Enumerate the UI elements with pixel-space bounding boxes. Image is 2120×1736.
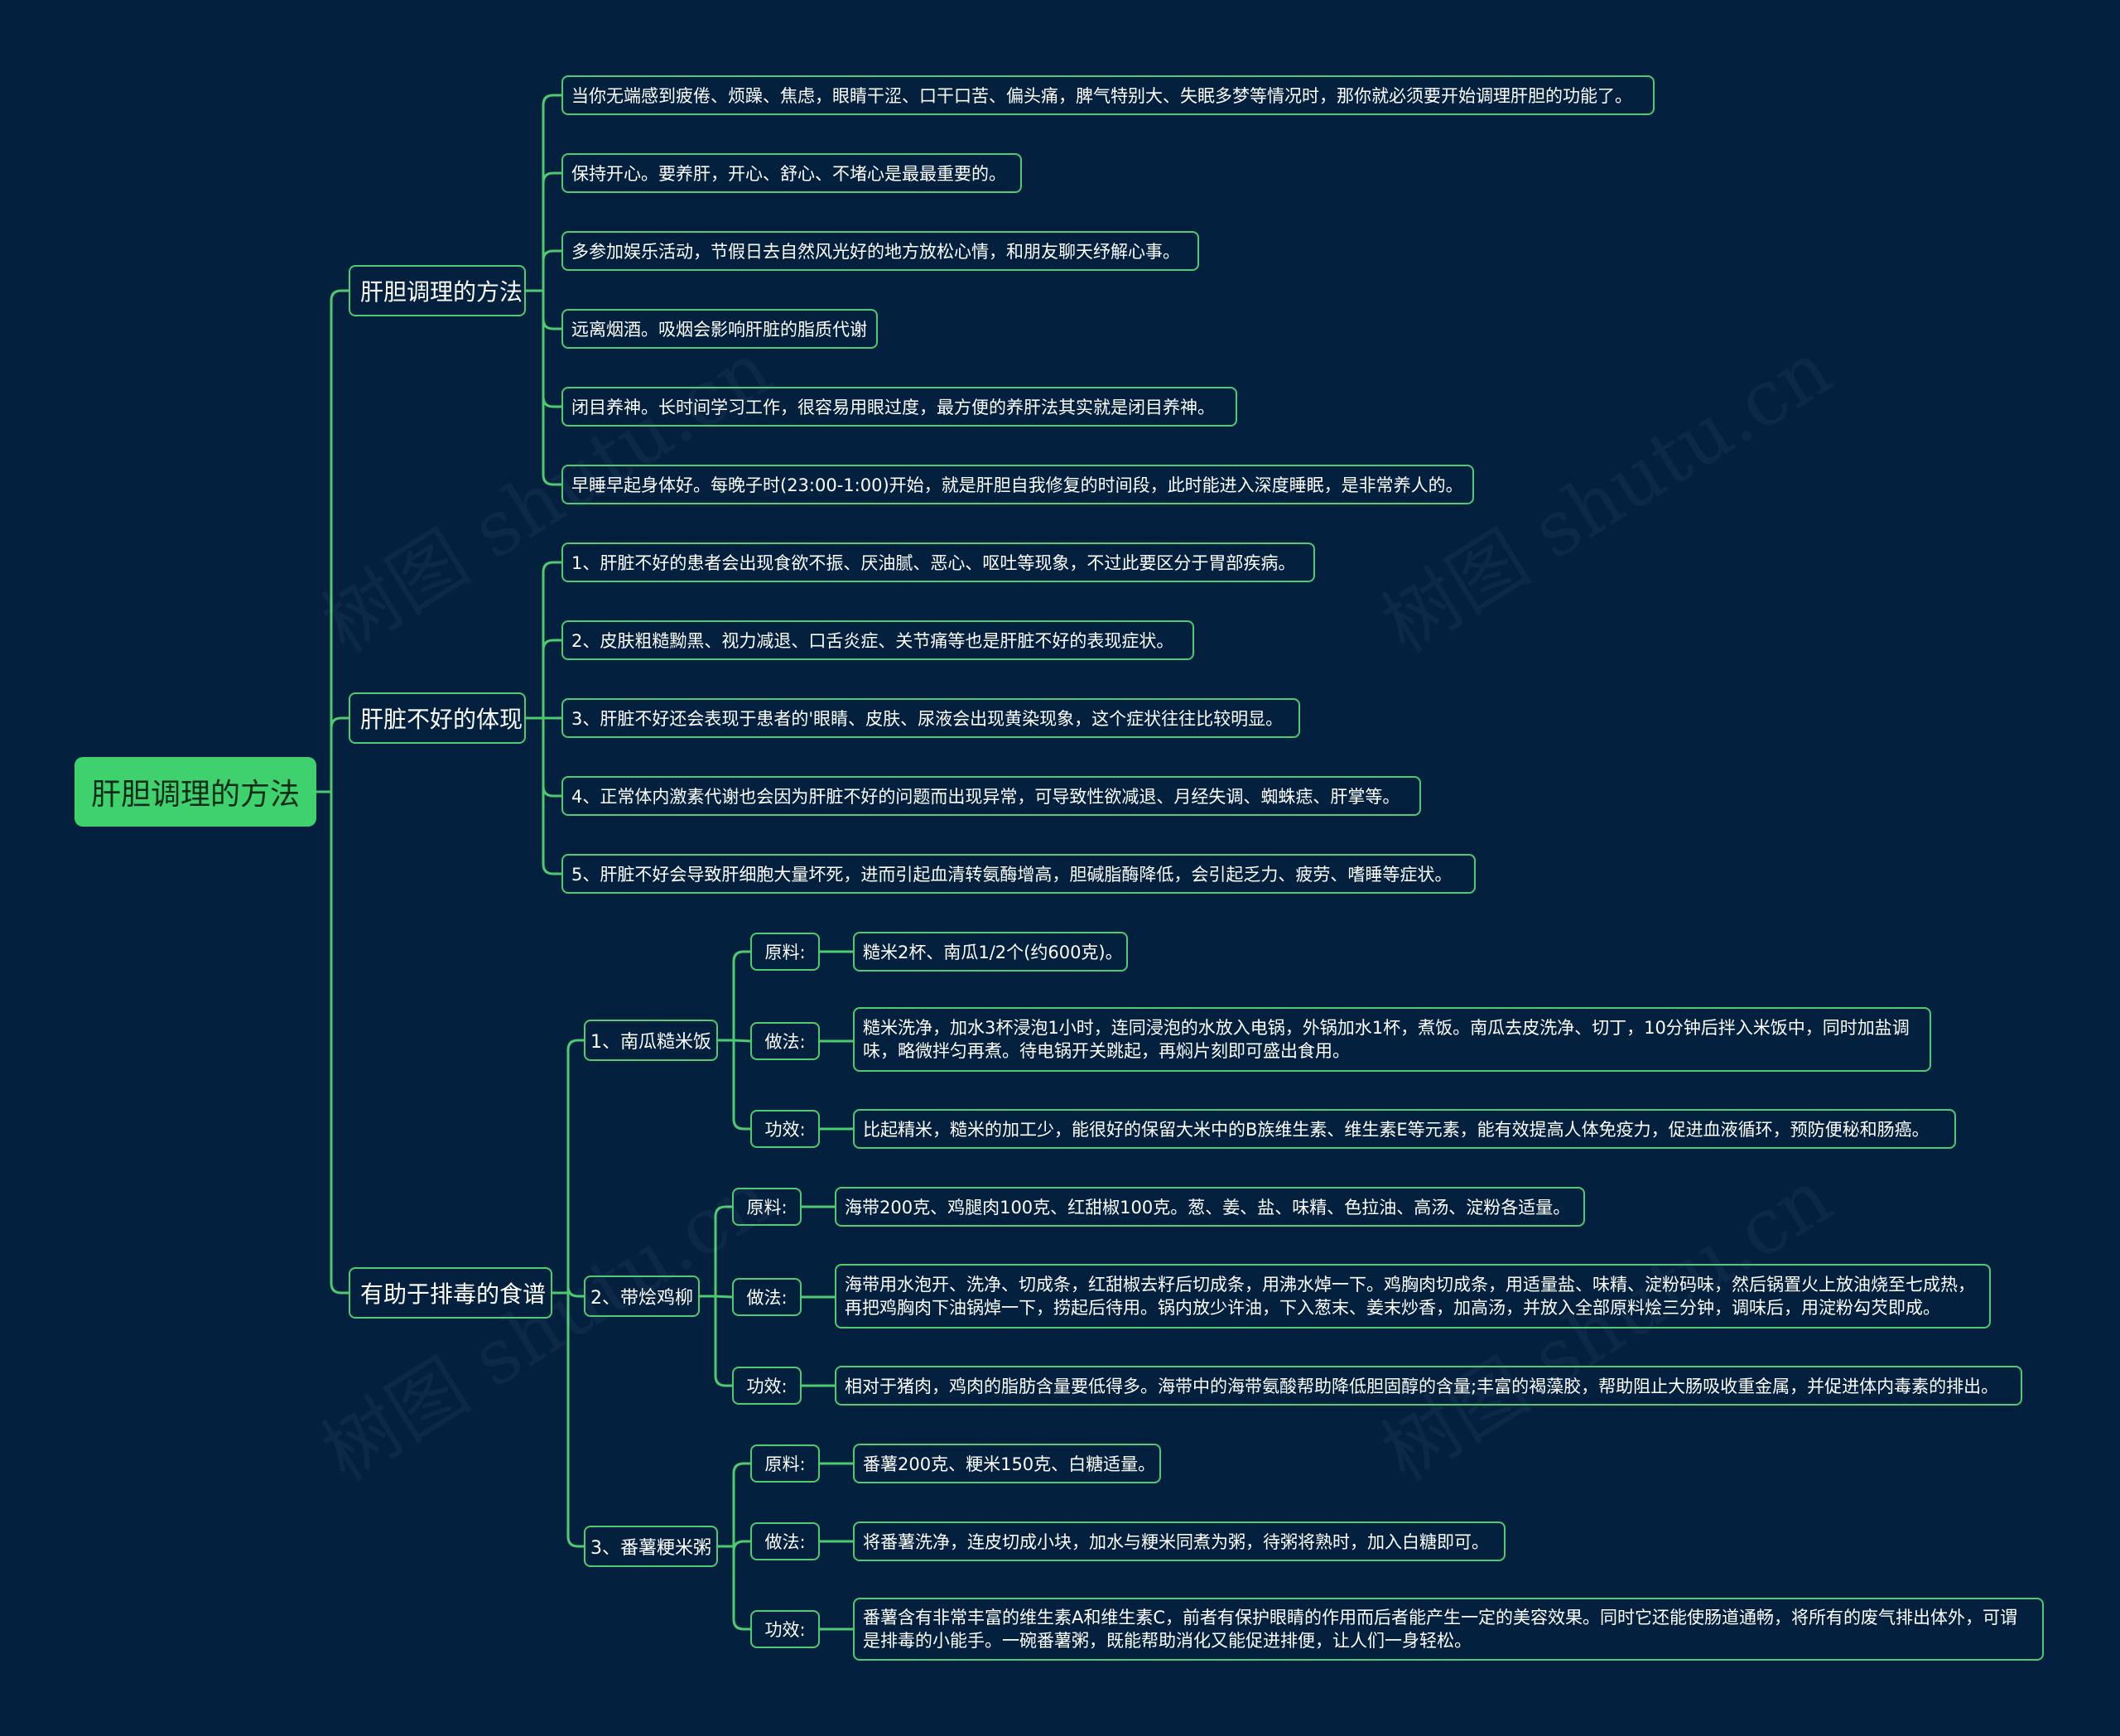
connector-line xyxy=(330,792,349,1295)
connector-line xyxy=(732,1462,750,1546)
ingredients-text[interactable]: 番薯200克、粳米150克、白糖适量。 xyxy=(853,1444,1161,1483)
connector-line xyxy=(542,291,561,330)
branch-detox-recipes[interactable]: 有助于排毒的食谱 xyxy=(349,1267,552,1319)
root-topic[interactable]: 肝胆调理的方法 xyxy=(75,757,316,827)
connector-line xyxy=(566,1293,584,1548)
list-item[interactable]: 3、肝脏不好还会表现于患者的'眼睛、皮肤、尿液会出现黄染现象，这个症状往往比较明… xyxy=(561,698,1300,738)
ingredients-label[interactable]: 原料: xyxy=(750,1444,820,1483)
method-label[interactable]: 做法: xyxy=(750,1522,820,1560)
method-label[interactable]: 做法: xyxy=(732,1278,802,1316)
list-item[interactable]: 5、肝脏不好会导致肝细胞大量坏死，进而引起血清转氨酶增高，胆碱脂酶降低，会引起乏… xyxy=(561,854,1476,894)
list-item[interactable]: 保持开心。要养肝，开心、舒心、不堵心是最最重要的。 xyxy=(561,153,1022,193)
benefits-text[interactable]: 比起精米，糙米的加工少，能很好的保留大米中的B族维生素、维生素E等元素，能有效提… xyxy=(853,1109,1956,1149)
connector-line xyxy=(542,718,561,798)
benefits-label[interactable]: 功效: xyxy=(750,1110,820,1148)
connector-line xyxy=(542,291,561,408)
connector-line xyxy=(732,950,750,1040)
connector-line xyxy=(542,639,561,718)
recipe-kelp-chicken-strips[interactable]: 2、带烩鸡柳 xyxy=(584,1275,700,1317)
method-text[interactable]: 将番薯洗净，连皮切成小块，加水与粳米同煮为粥，待粥将熟时，加入白糖即可。 xyxy=(853,1521,1506,1561)
connector-line xyxy=(714,1296,732,1387)
benefits-text[interactable]: 番薯含有非常丰富的维生素A和维生素C，前者有保护眼睛的作用而后者能产生一定的美容… xyxy=(853,1598,2044,1661)
connector-line xyxy=(542,291,561,486)
connector-line xyxy=(330,716,349,792)
list-item[interactable]: 当你无端感到疲倦、烦躁、焦虑，眼睛干涩、口干口苦、偏头痛，脾气特别大、失眠多梦等… xyxy=(561,75,1655,115)
benefits-label[interactable]: 功效: xyxy=(732,1367,802,1405)
list-item[interactable]: 4、正常体内激素代谢也会因为肝脏不好的问题而出现异常，可导致性欲减退、月经失调、… xyxy=(561,776,1421,816)
connector-line xyxy=(732,1040,750,1131)
benefits-text[interactable]: 相对于猪肉，鸡肉的脂肪含量要低得多。海带中的海带氨酸帮助降低胆固醇的含量;丰富的… xyxy=(835,1366,2022,1406)
method-text[interactable]: 海带用水泡开、洗净、切成条，红甜椒去籽后切成条，用沸水焯一下。鸡胸肉切成条，用适… xyxy=(835,1264,1991,1329)
ingredients-label[interactable]: 原料: xyxy=(732,1188,802,1226)
connector-line xyxy=(714,1205,732,1296)
list-item[interactable]: 1、肝脏不好的患者会出现食欲不振、厌油腻、恶心、呕吐等现象，不过此要区分于胃部疾… xyxy=(561,542,1315,582)
connector-line xyxy=(542,249,561,291)
ingredients-text[interactable]: 海带200克、鸡腿肉100克、红甜椒100克。葱、姜、盐、味精、色拉油、高汤、淀… xyxy=(835,1187,1585,1227)
list-item[interactable]: 多参加娱乐活动，节假日去自然风光好的地方放松心情，和朋友聊天纾解心事。 xyxy=(561,231,1199,271)
recipe-pumpkin-brown-rice[interactable]: 1、南瓜糙米饭 xyxy=(584,1020,718,1061)
connector-line xyxy=(542,171,561,291)
connector-line xyxy=(733,1039,751,1043)
connector-line xyxy=(542,94,561,291)
list-item[interactable]: 闭目养神。长时间学习工作，很容易用眼过度，最方便的养肝法其实就是闭目养神。 xyxy=(561,387,1237,427)
recipe-sweet-potato-porridge[interactable]: 3、番薯粳米粥 xyxy=(584,1526,718,1567)
connector-line xyxy=(715,1295,733,1299)
connector-line xyxy=(330,289,349,792)
method-text[interactable]: 糙米洗净，加水3杯浸泡1小时，连同浸泡的水放入电锅，外锅加水1杯，煮饭。南瓜去皮… xyxy=(853,1007,1931,1072)
connector-line xyxy=(732,1540,750,1552)
branch-liver-care-methods[interactable]: 肝胆调理的方法 xyxy=(349,265,526,316)
list-item[interactable]: 2、皮肤粗糙黝黑、视力减退、口舌炎症、关节痛等也是肝脏不好的表现症状。 xyxy=(561,620,1194,660)
connector-line xyxy=(732,1546,750,1631)
list-item[interactable]: 远离烟酒。吸烟会影响肝脏的脂质代谢 xyxy=(561,309,878,349)
connector-line xyxy=(566,1285,584,1298)
benefits-label[interactable]: 功效: xyxy=(750,1610,820,1648)
branch-liver-symptoms[interactable]: 肝脏不好的体现 xyxy=(349,692,526,744)
connector-line xyxy=(566,1039,584,1293)
method-label[interactable]: 做法: xyxy=(750,1022,820,1060)
connector-line xyxy=(542,561,561,718)
ingredients-text[interactable]: 糙米2杯、南瓜1/2个(约600克)。 xyxy=(853,932,1128,972)
connector-line xyxy=(542,718,561,875)
list-item[interactable]: 早睡早起身体好。每晚子时(23:00-1:00)开始，就是肝胆自我修复的时间段，… xyxy=(561,465,1474,504)
ingredients-label[interactable]: 原料: xyxy=(750,933,820,971)
